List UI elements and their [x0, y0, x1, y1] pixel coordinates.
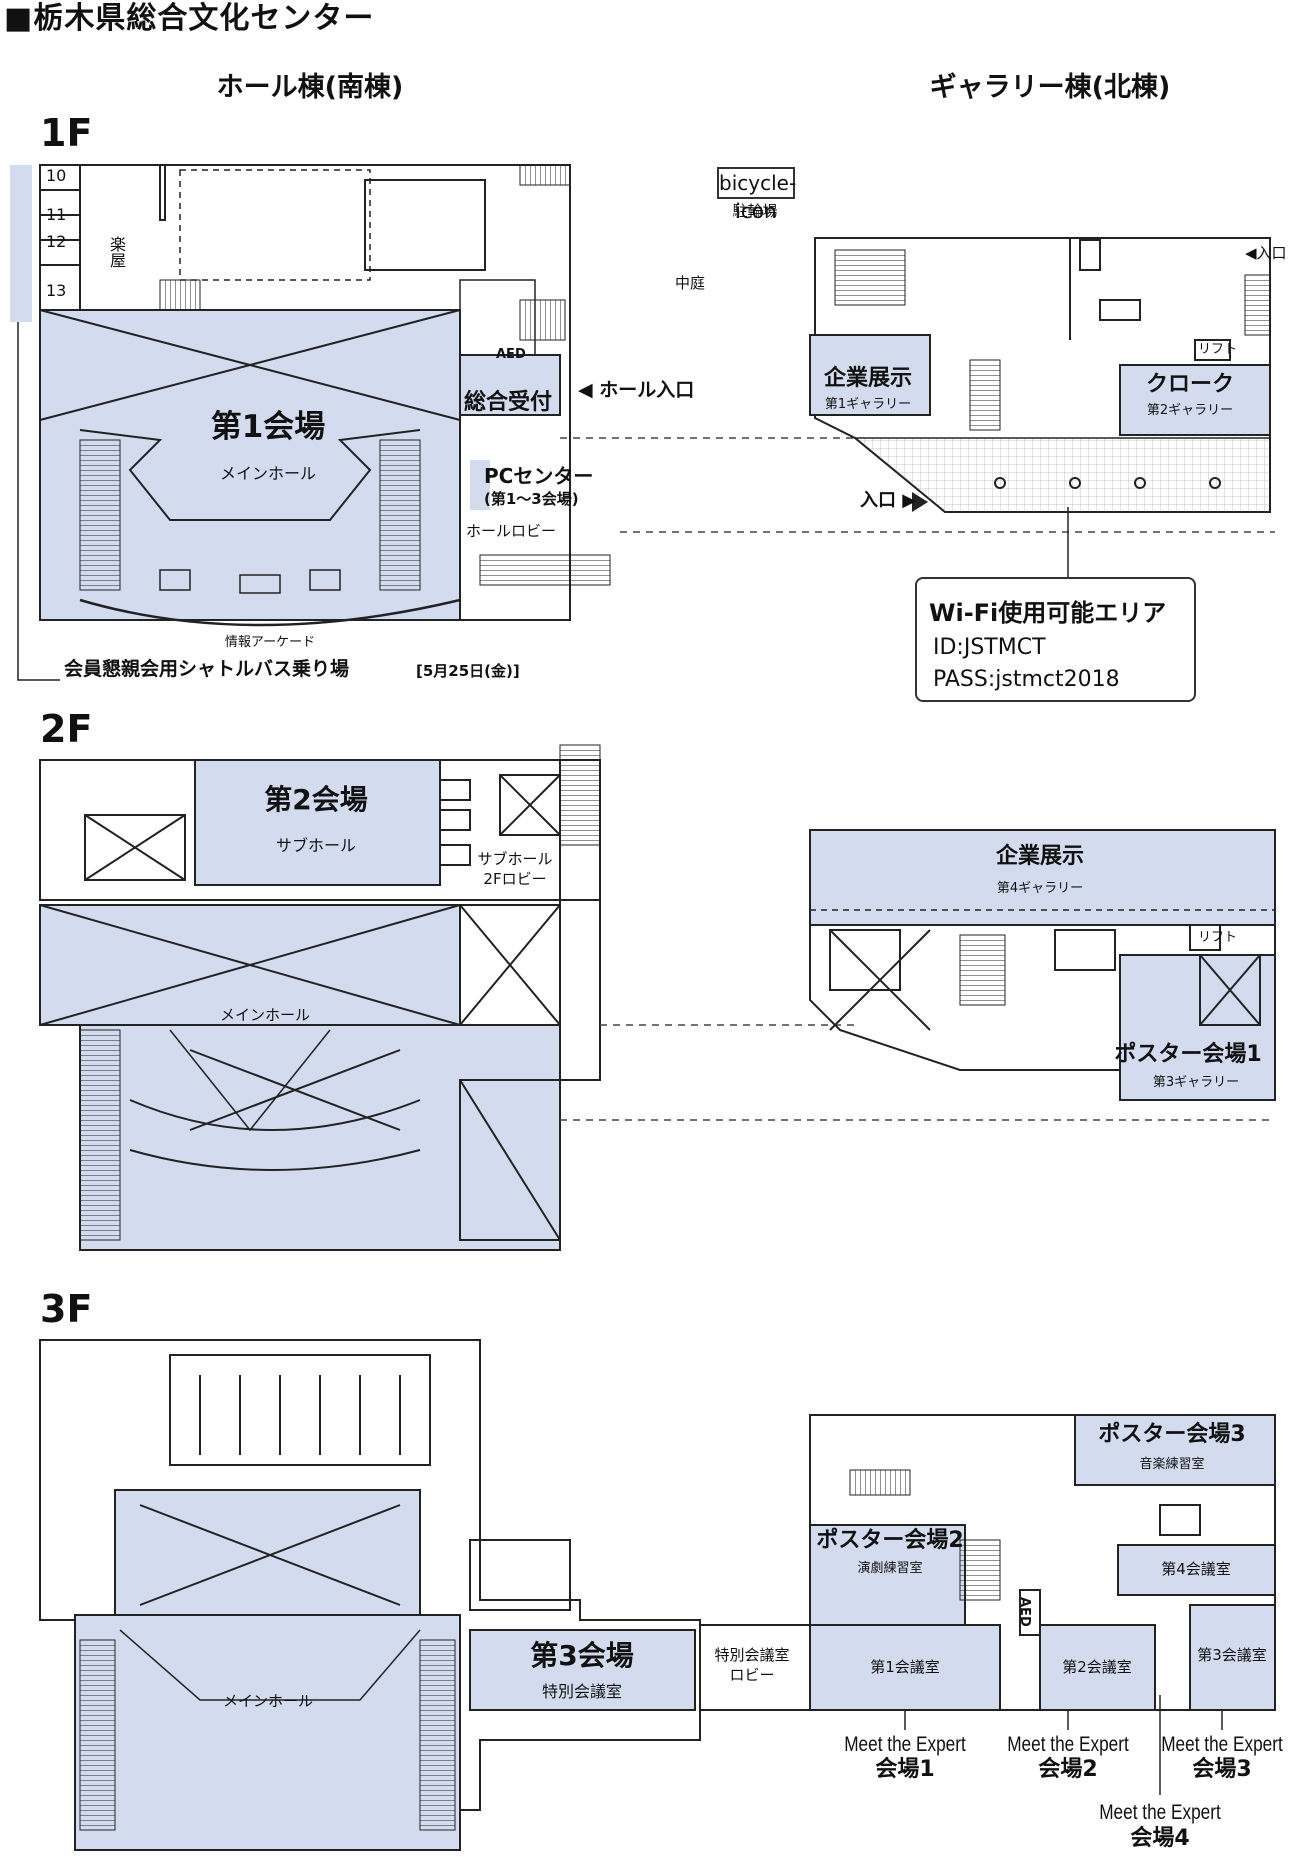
- meet-expert-1-label: Meet the Expert: [844, 1733, 966, 1756]
- courtyard-label: 中庭: [674, 274, 706, 292]
- bike-parking-label: 駐輪場: [732, 202, 778, 220]
- subhall-lobby-line2: 2Fロビー: [483, 870, 547, 888]
- poster-venue3-subtitle: 音楽練習室: [1139, 1457, 1205, 1472]
- wifi-area: [852, 437, 1271, 513]
- expo-gallery1: [809, 334, 931, 416]
- meeting-room1-label: 第1会議室: [870, 1658, 940, 1676]
- poster-venue2-title: ポスター会場2: [816, 1528, 964, 1553]
- venue3-title: 第3会場: [530, 1639, 634, 1672]
- meeting-room4-label: 第4会議室: [1161, 1560, 1231, 1578]
- bicycle-icon: bicycle-icon: [717, 167, 796, 223]
- north-building-heading: ギャラリー棟(北棟): [929, 72, 1171, 103]
- meeting-room3-label: 第3会議室: [1197, 1646, 1267, 1664]
- poster-venue1-subtitle: 第3ギャラリー: [1152, 1075, 1240, 1090]
- hall-entrance-label: ◀ ホール入口: [578, 379, 695, 401]
- aed-3f: AED: [1017, 1597, 1032, 1627]
- meet-expert-3-venue: 会場3: [1192, 1757, 1252, 1782]
- floor2-main-hall-label: メインホール: [219, 1006, 311, 1024]
- meeting-room2: [1039, 1624, 1156, 1711]
- reception-label: 総合受付: [464, 390, 553, 415]
- venue3-special-meeting-room: [469, 1629, 696, 1711]
- floor-label-3f: 3F: [40, 1287, 93, 1331]
- meet-expert-1-venue: 会場1: [875, 1757, 935, 1782]
- venue2-sub-hall: [194, 759, 441, 886]
- north-entrance-top: ◀入口: [1245, 244, 1287, 262]
- floor2-north-building: [809, 829, 1276, 1101]
- meet-expert-2-label: Meet the Expert: [1007, 1733, 1129, 1756]
- floor3-main-hall-label: メインホール: [222, 1692, 314, 1710]
- special-lobby-line1: 特別会議室: [714, 1646, 790, 1664]
- cloak-title: クローク: [1145, 372, 1235, 397]
- poster-venue2-subtitle: 演劇練習室: [857, 1561, 923, 1576]
- pc-center-subtitle: (第1〜3会場): [484, 490, 579, 508]
- poster-venue3-title: ポスター会場3: [1098, 1422, 1246, 1447]
- cloak-subtitle: 第2ギャラリー: [1146, 403, 1234, 418]
- expo-gallery1-title: 企業展示: [823, 366, 913, 391]
- floor3-north-building: [700, 1414, 1276, 1795]
- dressing-room-13: 13: [46, 281, 67, 300]
- poster-venue3: [1074, 1414, 1276, 1486]
- meet-expert-4-label: Meet the Expert: [1099, 1801, 1221, 1824]
- south-building-heading: ホール棟(南棟): [216, 72, 404, 103]
- dressing-room-11: 11: [46, 205, 67, 224]
- floor1-north-building: [809, 237, 1271, 577]
- meet-expert-2-venue: 会場2: [1038, 1757, 1098, 1782]
- venue1-subtitle: メインホール: [219, 464, 317, 483]
- dressing-room-10: 10: [46, 166, 67, 185]
- hall-lobby-label: ホールロビー: [466, 522, 557, 540]
- floor3-south-building: [39, 1339, 701, 1851]
- poster-venue1-title: ポスター会場1: [1114, 1042, 1262, 1067]
- expo-gallery4-subtitle: 第4ギャラリー: [996, 881, 1084, 896]
- lift-2f: リフト: [1198, 930, 1238, 945]
- pc-center-label: PCセンター: [484, 464, 594, 488]
- shuttle-bus-area: [10, 165, 32, 322]
- wifi-title: Wi-Fi使用可能エリア: [929, 599, 1167, 627]
- wifi-info-box: Wi-Fi使用可能エリア ID:JSTMCT PASS:jstmct2018: [915, 577, 1196, 702]
- meet-expert-4-venue: 会場4: [1130, 1826, 1190, 1851]
- reception-desk: [459, 354, 561, 416]
- floor-label-1f: 1F: [40, 111, 93, 155]
- meeting-room2-label: 第2会議室: [1062, 1658, 1132, 1676]
- dressing-room-label: 楽屋: [107, 236, 126, 268]
- subhall-lobby-line1: サブホール: [477, 850, 553, 868]
- lift-1f: リフト: [1198, 342, 1238, 357]
- dressing-room-12: 12: [46, 232, 67, 251]
- wifi-id: ID:JSTMCT: [933, 635, 1046, 660]
- expo-gallery1-subtitle: 第1ギャラリー: [824, 397, 912, 412]
- floor-label-2f: 2F: [40, 707, 93, 751]
- venue1-title: 第1会場: [210, 409, 326, 445]
- cloak-gallery2: [1119, 364, 1271, 436]
- aed-1f: AED: [496, 347, 526, 362]
- special-lobby-line2: ロビー: [729, 1666, 775, 1684]
- meeting-room3: [1189, 1604, 1276, 1711]
- meeting-room4: [1117, 1544, 1276, 1596]
- shuttle-bus-date: [5月25日(金)]: [416, 662, 520, 680]
- venue2-subtitle: サブホール: [275, 836, 357, 855]
- expo-gallery4-title: 企業展示: [995, 844, 1085, 869]
- page-title: ■栃木県総合文化センター: [4, 1, 375, 36]
- shuttle-bus-label: 会員懇親会用シャトルバス乗り場: [64, 658, 350, 680]
- expo-gallery4: [809, 829, 1276, 926]
- floor1-south-building: [10, 164, 611, 681]
- venue2-title: 第2会場: [264, 783, 368, 816]
- venue3-subtitle: 特別会議室: [541, 1682, 623, 1701]
- wifi-password: PASS:jstmct2018: [933, 667, 1120, 692]
- info-arcade-label: 情報アーケード: [224, 635, 316, 650]
- floor2-south-building: [39, 744, 601, 1251]
- meet-expert-3-label: Meet the Expert: [1161, 1733, 1283, 1756]
- floor3-main-hall: [74, 1614, 461, 1851]
- north-entrance-side: 入口 ▶: [860, 490, 917, 511]
